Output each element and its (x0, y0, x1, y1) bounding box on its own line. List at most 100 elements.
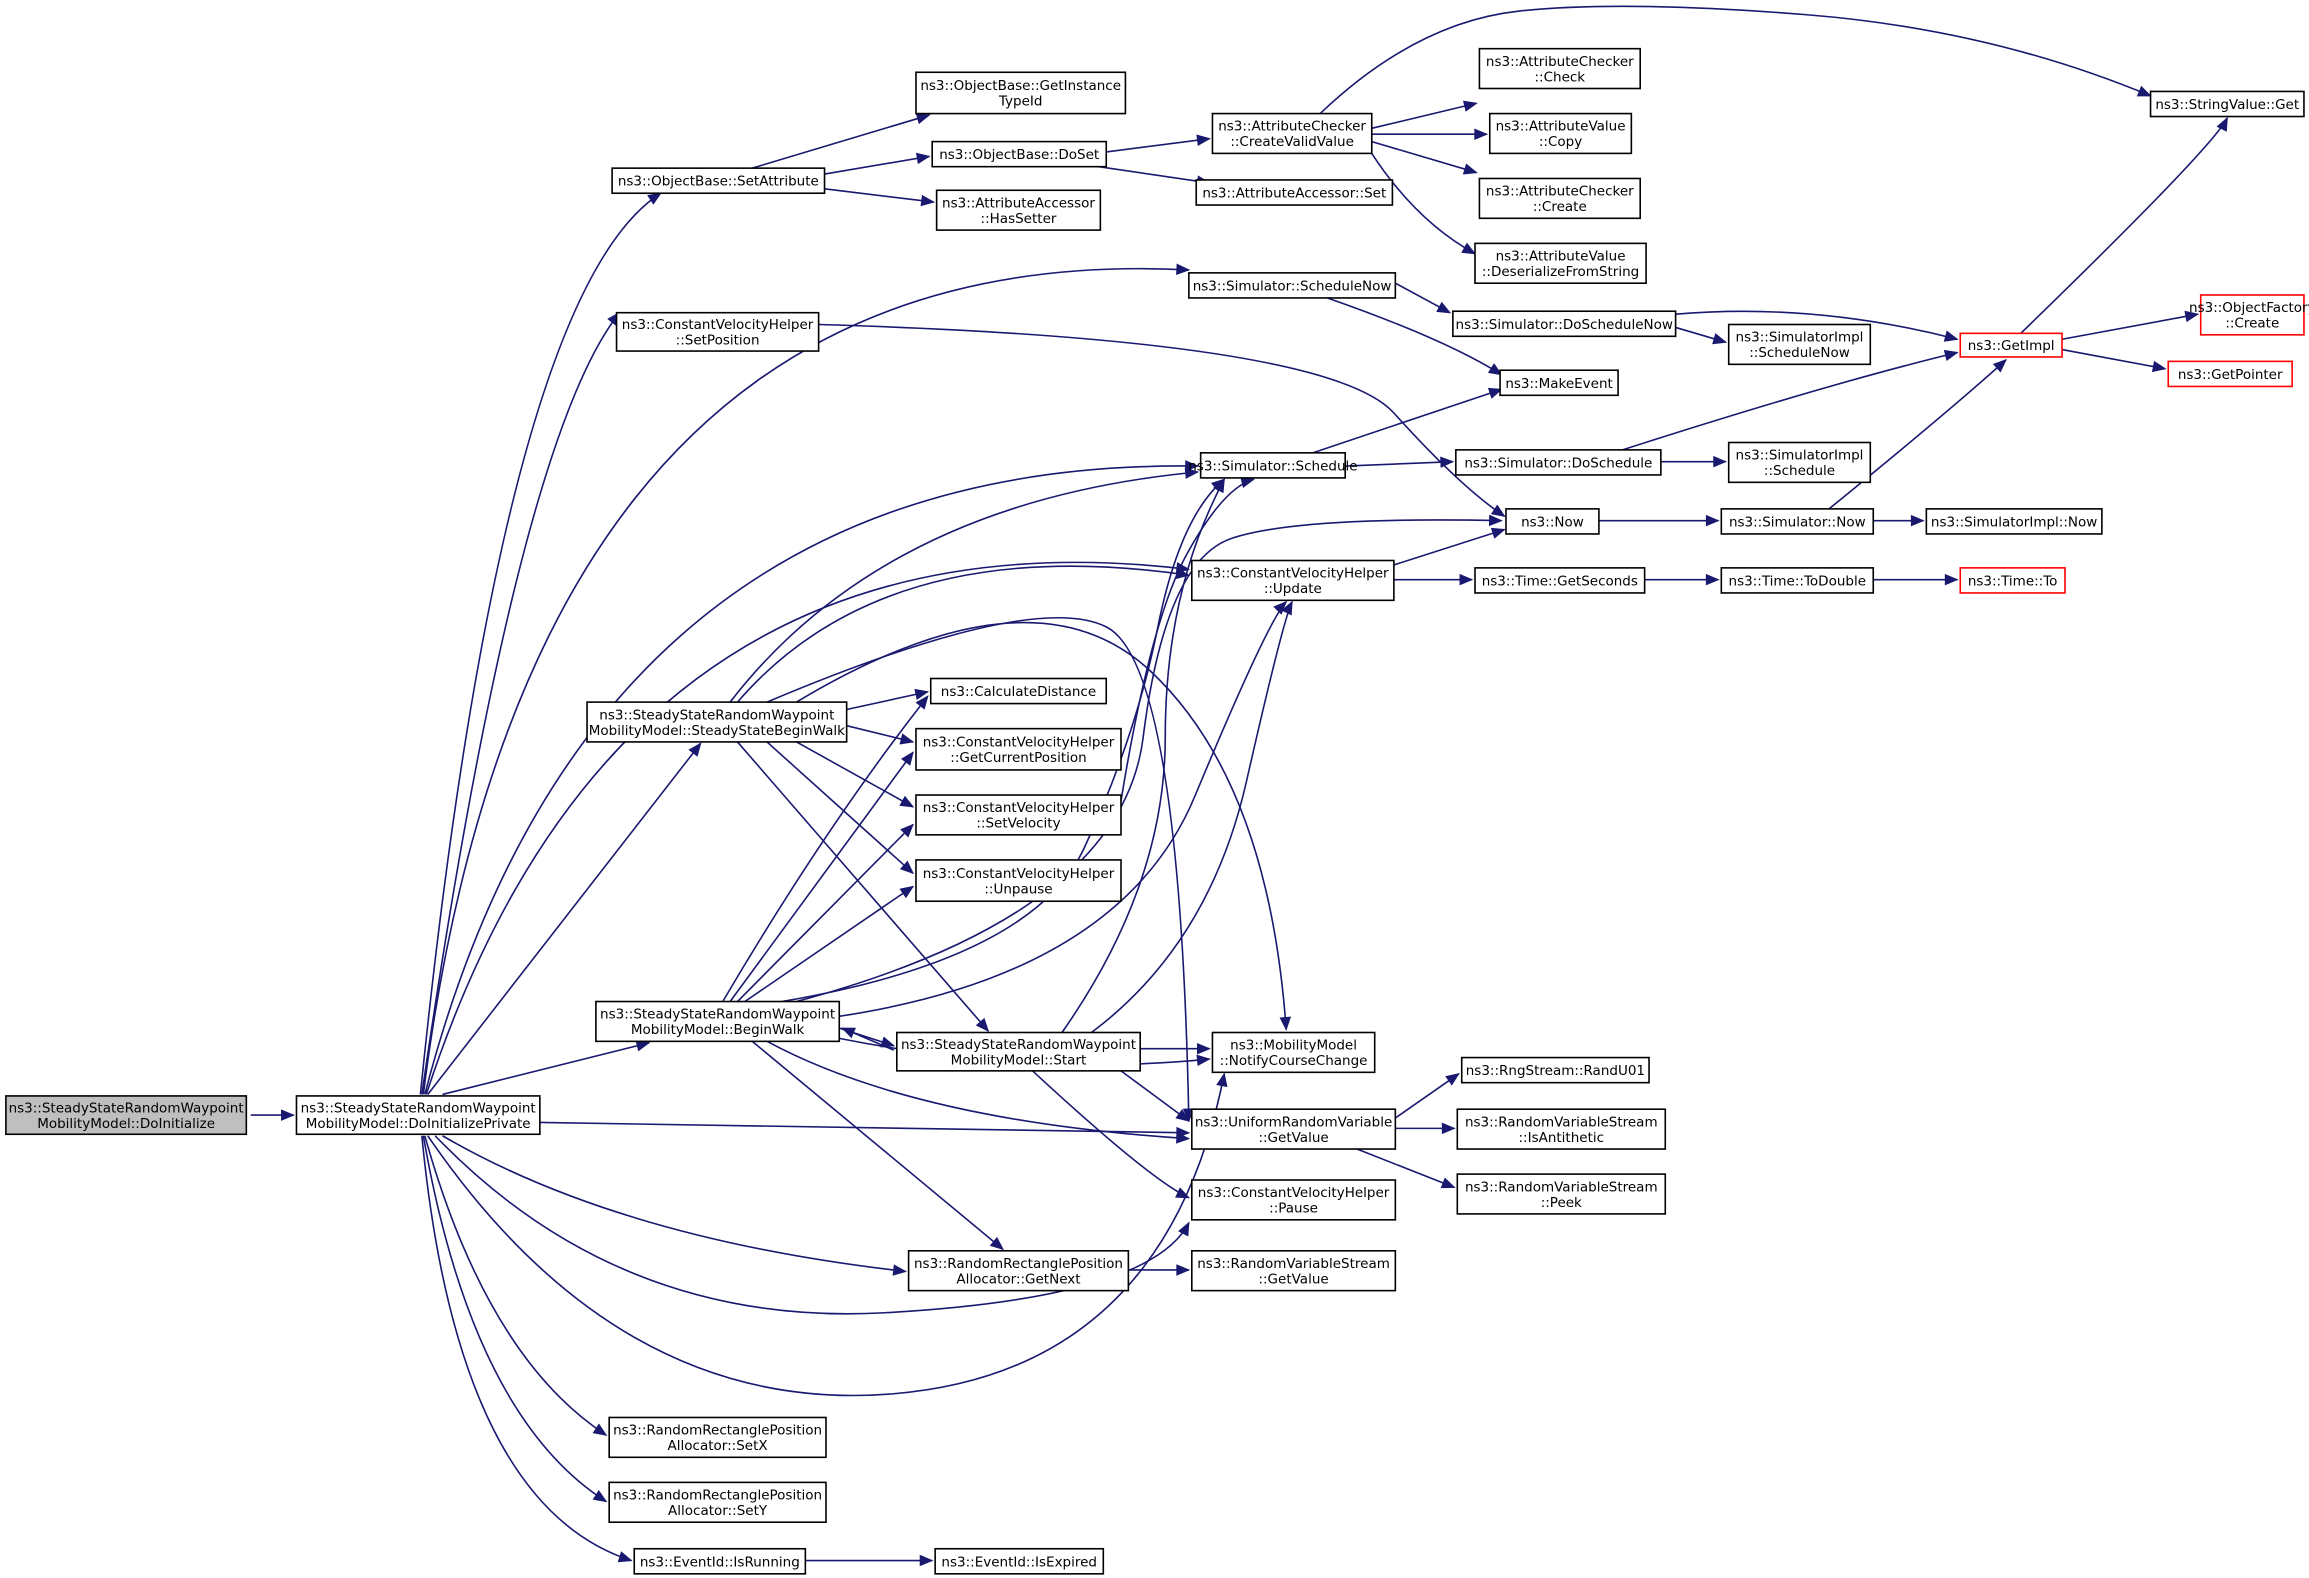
node-label: MobilityModel::DoInitialize (37, 1116, 215, 1132)
arrowhead (1197, 1042, 1211, 1055)
node-implnow[interactable]: ns3::SimulatorImpl::Now (1925, 508, 2103, 535)
node-sety[interactable]: ns3::RandomRectanglePositionAllocator::S… (608, 1481, 827, 1524)
node-timeto[interactable]: ns3::Time::To (1959, 567, 2066, 594)
node-copy[interactable]: ns3::AttributeValue::Copy (1488, 112, 1633, 155)
edge-doset-to-createvalid (1106, 134, 1211, 153)
node-implschednow[interactable]: ns3::SimulatorImpl::ScheduleNow (1727, 323, 1872, 366)
edge-schedule-to-dosched (1345, 456, 1455, 468)
node-box (1188, 272, 1397, 299)
node-calcdist[interactable]: ns3::CalculateDistance (929, 677, 1108, 705)
node-label: ns3::RandomVariableStream (1465, 1179, 1658, 1195)
edge-setpos-to-now (818, 323, 1506, 517)
node-setpos[interactable]: ns3::ConstantVelocityHelper::SetPosition (615, 311, 820, 352)
arrowhead (1943, 330, 1959, 342)
node-isexpired[interactable]: ns3::EventId::IsExpired (934, 1547, 1105, 1575)
edge-beginwalk-to-getcurpos (729, 751, 914, 1003)
node-box (1456, 1108, 1667, 1150)
node-box (1474, 567, 1646, 594)
arrowhead (1176, 1264, 1191, 1276)
edge-getimpl-to-getpointer (2061, 348, 2167, 373)
node-getcurpos[interactable]: ns3::ConstantVelocityHelper::GetCurrentP… (915, 727, 1122, 771)
edge-start-to-urvget (1120, 1070, 1190, 1122)
node-label: ns3::Simulator::DoScheduleNow (1456, 317, 1673, 333)
node-label: ::Create (1533, 199, 1587, 215)
edge-start-to-cvupdate (1091, 600, 1293, 1034)
node-deser[interactable]: ns3::AttributeValue::DeserializeFromStri… (1474, 242, 1647, 285)
node-label: ns3::RandomRectanglePosition (613, 1488, 822, 1504)
node-urvget[interactable]: ns3::UniformRandomVariable::GetValue (1191, 1108, 1397, 1150)
node-label: ns3::Simulator::ScheduleNow (1193, 278, 1392, 294)
node-label: ns3::SteadyStateRandomWaypoint (301, 1100, 536, 1116)
node-label: ns3::ConstantVelocityHelper (923, 800, 1115, 816)
node-schedule[interactable]: ns3::Simulator::Schedule (1188, 452, 1358, 479)
arrowhead (989, 1236, 1005, 1251)
node-label: MobilityModel::SteadyStateBeginWalk (589, 723, 845, 739)
node-label: ns3::SimulatorImpl (1736, 448, 1864, 464)
node-cvupdate[interactable]: ns3::ConstantVelocityHelper::Update (1191, 559, 1395, 602)
node-todouble[interactable]: ns3::Time::ToDouble (1720, 567, 1875, 594)
node-now[interactable]: ns3::Now (1505, 508, 1600, 535)
node-label: ::Check (1535, 69, 1586, 85)
node-box (1727, 323, 1872, 366)
node-pause[interactable]: ns3::ConstantVelocityHelper::Pause (1191, 1179, 1397, 1221)
node-createvalid[interactable]: ns3::AttributeChecker::CreateValidValue (1211, 112, 1373, 155)
node-getnext[interactable]: ns3::RandomRectanglePositionAllocator::G… (907, 1250, 1130, 1292)
node-accset[interactable]: ns3::AttributeAccessor::Set (1195, 179, 1394, 206)
arrowhead (2151, 360, 2167, 373)
arrowhead (900, 823, 914, 838)
node-label: MobilityModel::DoInitializePrivate (306, 1116, 531, 1132)
node-box (1195, 179, 1394, 206)
node-unpause[interactable]: ns3::ConstantVelocityHelper::Unpause (915, 859, 1122, 903)
edge-doinitpriv-to-beginwalk (442, 1040, 651, 1096)
arrowhead (1992, 359, 2007, 373)
node-isanti[interactable]: ns3::RandomVariableStream::IsAntithetic (1456, 1108, 1667, 1150)
arrowhead (1213, 478, 1225, 494)
node-objfactory[interactable]: ns3::ObjectFactory::Create (2189, 294, 2309, 336)
node-doinit[interactable]: ns3::SteadyStateRandomWaypointMobilityMo… (5, 1095, 248, 1136)
node-randu01[interactable]: ns3::RngStream::RandU01 (1460, 1056, 1650, 1084)
node-dosched[interactable]: ns3::Simulator::DoSchedule (1455, 449, 1662, 476)
edge-beginwalk-to-now (796, 514, 1503, 1003)
node-makeevent[interactable]: ns3::MakeEvent (1499, 369, 1619, 397)
node-check[interactable]: ns3::AttributeChecker::Check (1478, 47, 1642, 90)
node-strget[interactable]: ns3::StringValue::Get (2149, 90, 2305, 118)
node-getsec[interactable]: ns3::Time::GetSeconds (1474, 567, 1646, 594)
node-label: Allocator::SetY (668, 1503, 768, 1519)
node-hassetter[interactable]: ns3::AttributeAccessor::HasSetter (935, 189, 1102, 231)
node-simnow[interactable]: ns3::Simulator::Now (1720, 508, 1875, 535)
edge-cvupdate-to-now (1393, 527, 1506, 566)
node-beginwalk[interactable]: ns3::SteadyStateRandomWaypointMobilityMo… (595, 1000, 841, 1043)
node-setx[interactable]: ns3::RandomRectanglePositionAllocator::S… (608, 1416, 827, 1459)
node-create[interactable]: ns3::AttributeChecker::Create (1478, 177, 1642, 220)
node-box (1191, 1108, 1397, 1150)
node-label: ::Create (2225, 316, 2279, 332)
node-notify[interactable]: ns3::MobilityModel::NotifyCourseChange (1211, 1031, 1376, 1074)
node-doschednow[interactable]: ns3::Simulator::DoScheduleNow (1452, 310, 1677, 338)
node-implsched[interactable]: ns3::SimulatorImpl::Schedule (1727, 441, 1872, 484)
node-getimpl[interactable]: ns3::GetImpl (1959, 332, 2063, 358)
arrowhead (1440, 456, 1455, 468)
arrowhead (2184, 310, 2200, 323)
node-label: ns3::MobilityModel (1230, 1038, 1357, 1054)
node-start[interactable]: ns3::SteadyStateRandomWaypointMobilityMo… (895, 1031, 1141, 1072)
edge-createvalid-to-deser (1371, 152, 1477, 255)
node-isrunning[interactable]: ns3::EventId::IsRunning (633, 1547, 807, 1575)
node-getpointer[interactable]: ns3::GetPointer (2167, 360, 2293, 388)
arrowhead (1490, 504, 1506, 517)
node-box (295, 1095, 541, 1136)
node-rvsget[interactable]: ns3::RandomVariableStream::GetValue (1191, 1250, 1397, 1292)
node-doset[interactable]: ns3::ObjectBase::DoSet (931, 140, 1108, 168)
node-peek[interactable]: ns3::RandomVariableStream::Peek (1456, 1173, 1667, 1215)
node-label: TypeId (998, 94, 1043, 110)
arrowhead (1184, 467, 1199, 479)
node-schednow[interactable]: ns3::Simulator::ScheduleNow (1188, 272, 1397, 299)
edge-urvget-to-randu01 (1394, 1073, 1460, 1119)
node-ssbegin[interactable]: ns3::SteadyStateRandomWaypointMobilityMo… (586, 701, 848, 743)
arrowhead (647, 192, 662, 205)
node-setattr[interactable]: ns3::ObjectBase::SetAttribute (611, 167, 826, 195)
node-setvel[interactable]: ns3::ConstantVelocityHelper::SetVelocity (915, 794, 1122, 836)
node-doinitpriv[interactable]: ns3::SteadyStateRandomWaypointMobilityMo… (295, 1095, 541, 1136)
node-box (1211, 1031, 1376, 1074)
